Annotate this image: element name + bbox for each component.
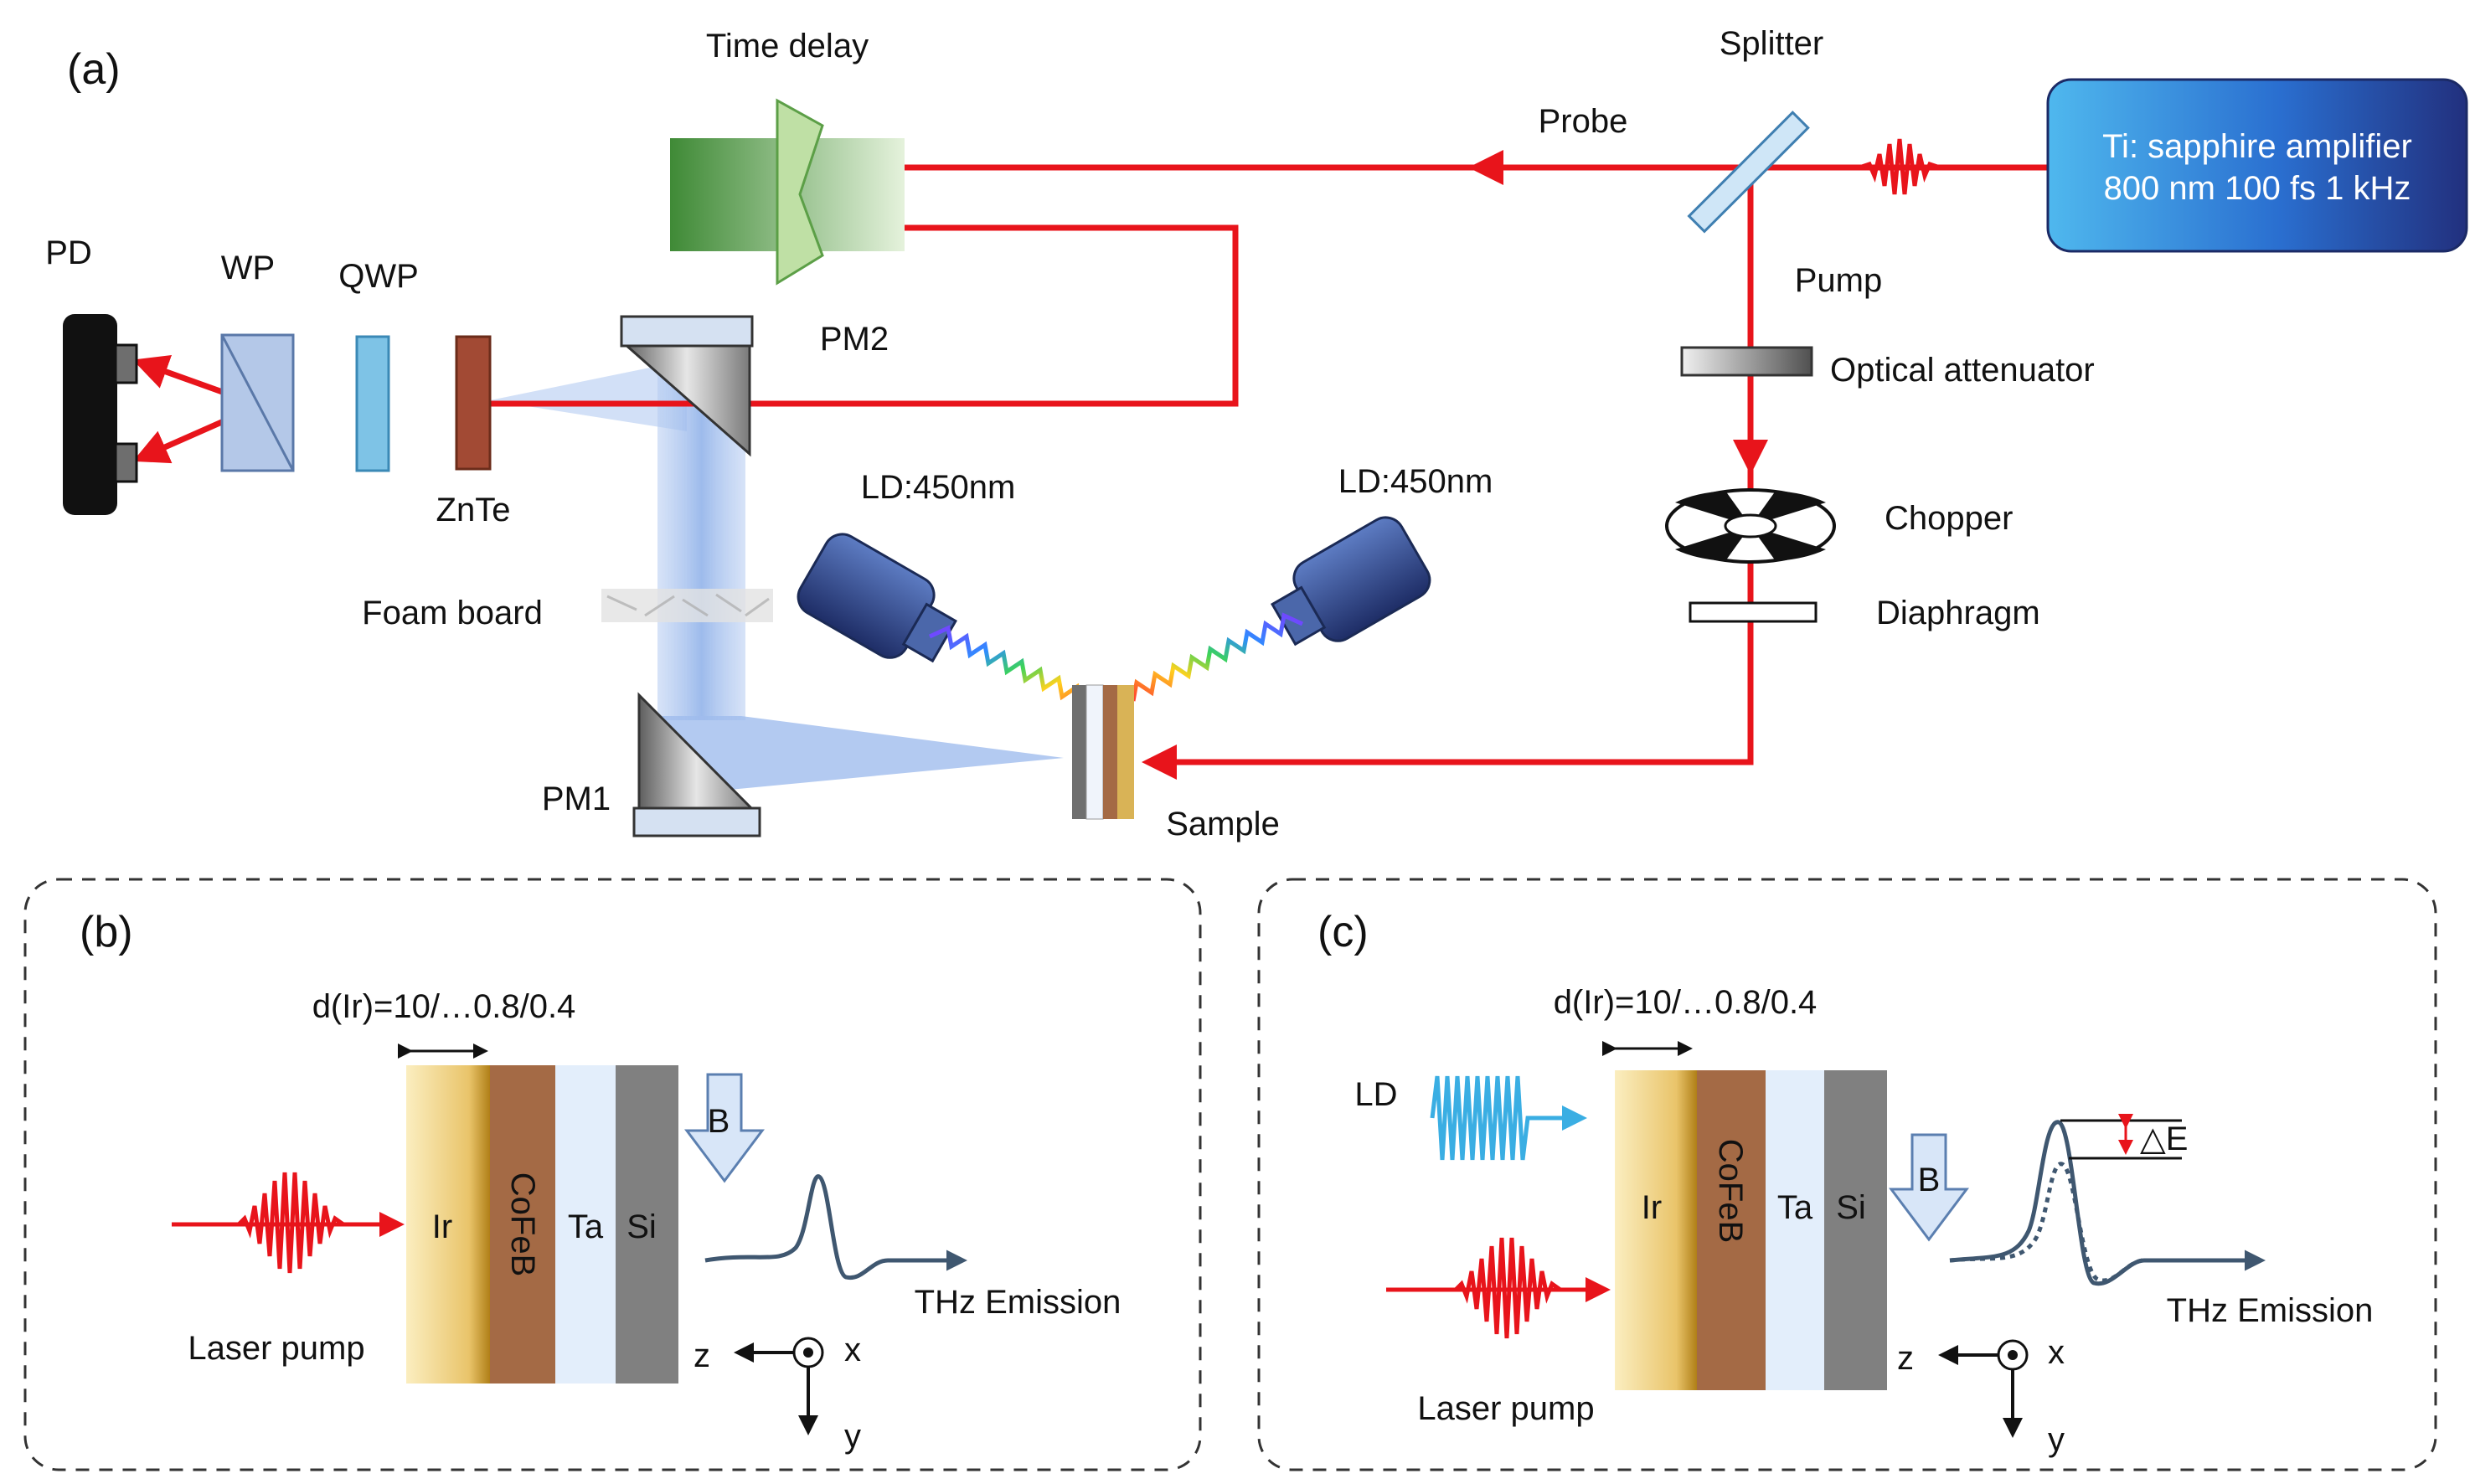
pump-pulse-icon (1859, 138, 1941, 195)
panel-b-ir-layer (406, 1065, 490, 1384)
ld-right-light (1131, 612, 1304, 702)
znte-label: ZnTe (436, 492, 511, 528)
ld-right-label: LD:450nm (1338, 463, 1493, 500)
sample (1072, 684, 1134, 820)
panel-c-axes (1938, 1339, 2029, 1438)
laser-diode-right (1271, 516, 1431, 647)
panel-b-layer-cofeb: CoFeB (504, 1172, 541, 1277)
quarter-wave-plate (355, 335, 390, 472)
diaphragm-label: Diaphragm (1876, 595, 2040, 631)
pump-label: Pump (1795, 262, 1883, 299)
panel-c-layer-si: Si (1836, 1189, 1866, 1226)
panel-c-layer-ta: Ta (1777, 1189, 1813, 1226)
panel-b-axis-x: x (844, 1332, 861, 1368)
laser-paths (132, 150, 2048, 780)
thz-beam (490, 360, 1064, 791)
panel-b-layer-ta: Ta (568, 1208, 604, 1245)
panel-c-cofeb-layer (1697, 1070, 1766, 1390)
znte-crystal (455, 335, 492, 471)
panel-c-laser-pump: Laser pump (1417, 1390, 1594, 1427)
panel-a-label: (a) (67, 45, 121, 94)
panel-c-layer-ir: Ir (1642, 1189, 1662, 1226)
panel-c-b-field-arrow (1889, 1133, 1969, 1242)
panel-b-b-field-arrow (684, 1073, 765, 1183)
foam-texture (606, 593, 770, 617)
panel-b-ta-layer (555, 1065, 616, 1384)
source-line2: 800 nm 100 fs 1 kHz (2104, 170, 2411, 207)
pd-label: PD (45, 234, 92, 271)
retroreflector (776, 98, 824, 286)
panel-b-axis-y: y (844, 1418, 861, 1455)
panel-c-ld-wave (1430, 1075, 1587, 1161)
panel-c-layer-cofeb: CoFeB (1712, 1139, 1749, 1244)
probe-label: Probe (1539, 103, 1628, 140)
laser-diode-left (797, 533, 957, 663)
panel-b-si-layer (616, 1065, 678, 1384)
panel-c-ld-label: LD (1354, 1076, 1397, 1113)
panel-b-axis-z: z (694, 1337, 710, 1374)
panel-b-axes (734, 1337, 824, 1435)
ld-left-label: LD:450nm (861, 469, 1016, 506)
photodiode-bottom (114, 442, 138, 483)
optical-attenuator (1680, 346, 1813, 377)
panel-c-thz-waveform (1949, 1120, 2266, 1286)
panel-b-thickness: d(Ir)=10/…0.8/0.4 (312, 988, 576, 1025)
beam-splitter (1687, 111, 1810, 234)
panel-b-thz-emission: THz Emission (915, 1284, 1121, 1321)
panel-c-thz-emission: THz Emission (2167, 1292, 2374, 1329)
panel-c-pump-pulse-icon (1454, 1237, 1562, 1339)
time-delay-label: Time delay (706, 28, 869, 64)
source-line1: Ti: sapphire amplifier (2102, 128, 2412, 165)
optical-attenuator-label: Optical attenuator (1830, 352, 2095, 389)
panel-c-axis-y: y (2048, 1421, 2065, 1458)
panel-b-pump-pulse-icon (237, 1172, 345, 1274)
panel-b-thz-waveform (704, 1174, 967, 1280)
panel-c-thickness: d(Ir)=10/…0.8/0.4 (1554, 984, 1818, 1021)
panel-b-layer-si: Si (626, 1208, 657, 1245)
splitter-label: Splitter (1720, 25, 1824, 62)
chopper-label: Chopper (1885, 500, 2013, 537)
photodetector (63, 314, 117, 515)
panel-c-axis-x: x (2048, 1334, 2065, 1371)
pm2-label: PM2 (820, 321, 889, 358)
parabolic-mirror-2 (620, 315, 754, 457)
foam-board-label: Foam board (362, 595, 543, 631)
qwp-label: QWP (338, 258, 419, 295)
panel-b-b-label: B (708, 1103, 730, 1140)
pm1-label: PM1 (542, 781, 611, 817)
panel-c-si-layer (1824, 1070, 1887, 1390)
panel-b-layer-ir: Ir (432, 1208, 452, 1245)
panel-b-laser-pump: Laser pump (188, 1330, 364, 1367)
sample-label: Sample (1166, 806, 1280, 842)
panel-c-ta-layer (1766, 1070, 1824, 1390)
wp-label: WP (221, 250, 275, 286)
parabolic-mirror-1 (632, 692, 761, 837)
panel-c-thz-waveform-dotted (1949, 1162, 2145, 1283)
panel-b-cofeb-layer (490, 1065, 555, 1384)
panel-b-label: (b) (80, 908, 133, 956)
panel-c-delta-e: △E (2140, 1121, 2188, 1157)
chopper (1665, 488, 1836, 564)
panel-c-b-label: B (1918, 1162, 1941, 1198)
diaphragm (1689, 601, 1818, 623)
photodiode-top (114, 343, 138, 384)
panel-c-ir-layer (1615, 1070, 1697, 1390)
panel-c-axis-z: z (1897, 1340, 1914, 1377)
laser-source-box (2046, 78, 2468, 253)
panel-c-label: (c) (1317, 908, 1369, 956)
